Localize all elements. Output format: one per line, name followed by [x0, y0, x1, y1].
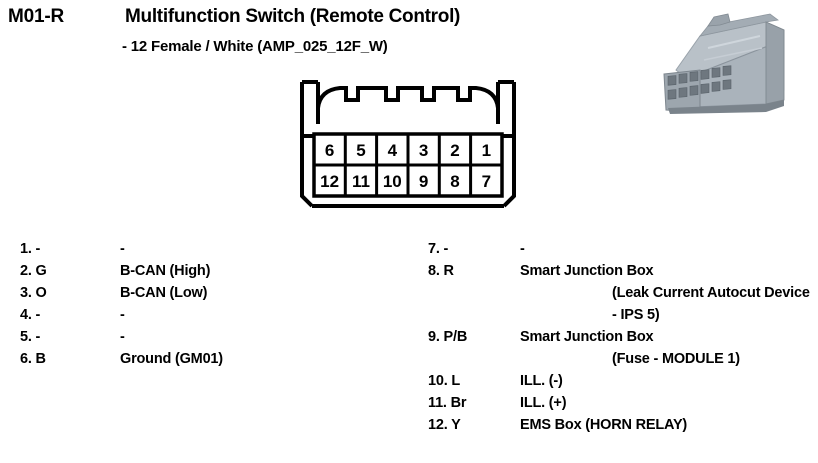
- pin-row: 6. B Ground (GM01): [20, 348, 420, 370]
- pin-number: 3. O: [20, 285, 47, 301]
- connector-photo: [648, 8, 798, 128]
- pin-row: 8. R Smart Junction Box: [428, 260, 818, 282]
- pin-number: 6. B: [20, 351, 46, 367]
- pin-number: 12. Y: [428, 417, 461, 433]
- pin-description-continuation: - IPS 5): [612, 307, 660, 323]
- pin-diagram: 6 5 4 3 2 1 12 11 10 9 8 7: [292, 78, 524, 213]
- pin-cell-9: 9: [419, 172, 428, 191]
- connector-pinout-drawing: 6 5 4 3 2 1 12 11 10 9 8 7: [300, 80, 516, 208]
- pin-description: -: [520, 241, 525, 257]
- pin-description-continuation: (Leak Current Autocut Device: [612, 285, 810, 301]
- pin-row: 5. - -: [20, 326, 420, 348]
- pin-row: 11. Br ILL. (+): [428, 392, 818, 414]
- pin-cell-7: 7: [482, 172, 491, 191]
- pinout-list-right: 7. - - 8. R Smart Junction Box (Leak Current…: [428, 238, 818, 436]
- connector-housing-illustration: [663, 13, 785, 114]
- pin-number: 7. -: [428, 241, 449, 257]
- pin-description-continuation: (Fuse - MODULE 1): [612, 351, 740, 367]
- pin-description: -: [120, 241, 125, 257]
- pin-description: B-CAN (High): [120, 263, 211, 279]
- pin-description: Ground (GM01): [120, 351, 223, 367]
- connector-code: M01-R: [8, 6, 65, 27]
- pin-number: 4. -: [20, 307, 41, 323]
- pin-description: Smart Junction Box: [520, 329, 654, 345]
- page-title: Multifunction Switch (Remote Control): [125, 6, 461, 27]
- pin-number: 5. -: [20, 329, 41, 345]
- pin-number: 10. L: [428, 373, 461, 389]
- pin-cell-6: 6: [325, 141, 334, 160]
- pin-description: ILL. (-): [520, 373, 563, 389]
- pin-cell-5: 5: [356, 141, 365, 160]
- pin-number: 11. Br: [428, 395, 467, 411]
- pin-row: 2. G B-CAN (High): [20, 260, 420, 282]
- pin-cell-1: 1: [482, 141, 491, 160]
- pin-row: 1. - -: [20, 238, 420, 260]
- pin-description: Smart Junction Box: [520, 263, 654, 279]
- pin-number: 2. G: [20, 263, 47, 279]
- pin-row: 10. L ILL. (-): [428, 370, 818, 392]
- pin-description: -: [120, 307, 125, 323]
- pin-cell-10: 10: [383, 172, 402, 191]
- pin-cell-8: 8: [450, 172, 459, 191]
- pin-cell-11: 11: [352, 172, 370, 191]
- pin-row: 7. - -: [428, 238, 818, 260]
- pin-description: B-CAN (Low): [120, 285, 208, 301]
- pin-cell-4: 4: [388, 141, 398, 160]
- pin-cell-3: 3: [419, 141, 428, 160]
- pin-number: 1. -: [20, 241, 41, 257]
- pinout-list-left: 1. - - 2. G B-CAN (High) 3. O B-CAN (Low) 4. -…: [20, 238, 420, 370]
- pin-cell-2: 2: [450, 141, 459, 160]
- pin-number: 9. P/B: [428, 329, 468, 345]
- pin-description: EMS Box (HORN RELAY): [520, 417, 688, 433]
- pin-row: 4. - -: [20, 304, 420, 326]
- pin-row: 3. O B-CAN (Low): [20, 282, 420, 304]
- pin-cell-12: 12: [320, 172, 339, 191]
- connector-subtitle: - 12 Female / White (AMP_025_12F_W): [122, 38, 388, 55]
- pin-row: 12. Y EMS Box (HORN RELAY): [428, 414, 818, 436]
- pin-row: 9. P/B Smart Junction Box: [428, 326, 818, 348]
- pin-description: ILL. (+): [520, 395, 567, 411]
- pin-number: 8. R: [428, 263, 454, 279]
- pin-description: -: [120, 329, 125, 345]
